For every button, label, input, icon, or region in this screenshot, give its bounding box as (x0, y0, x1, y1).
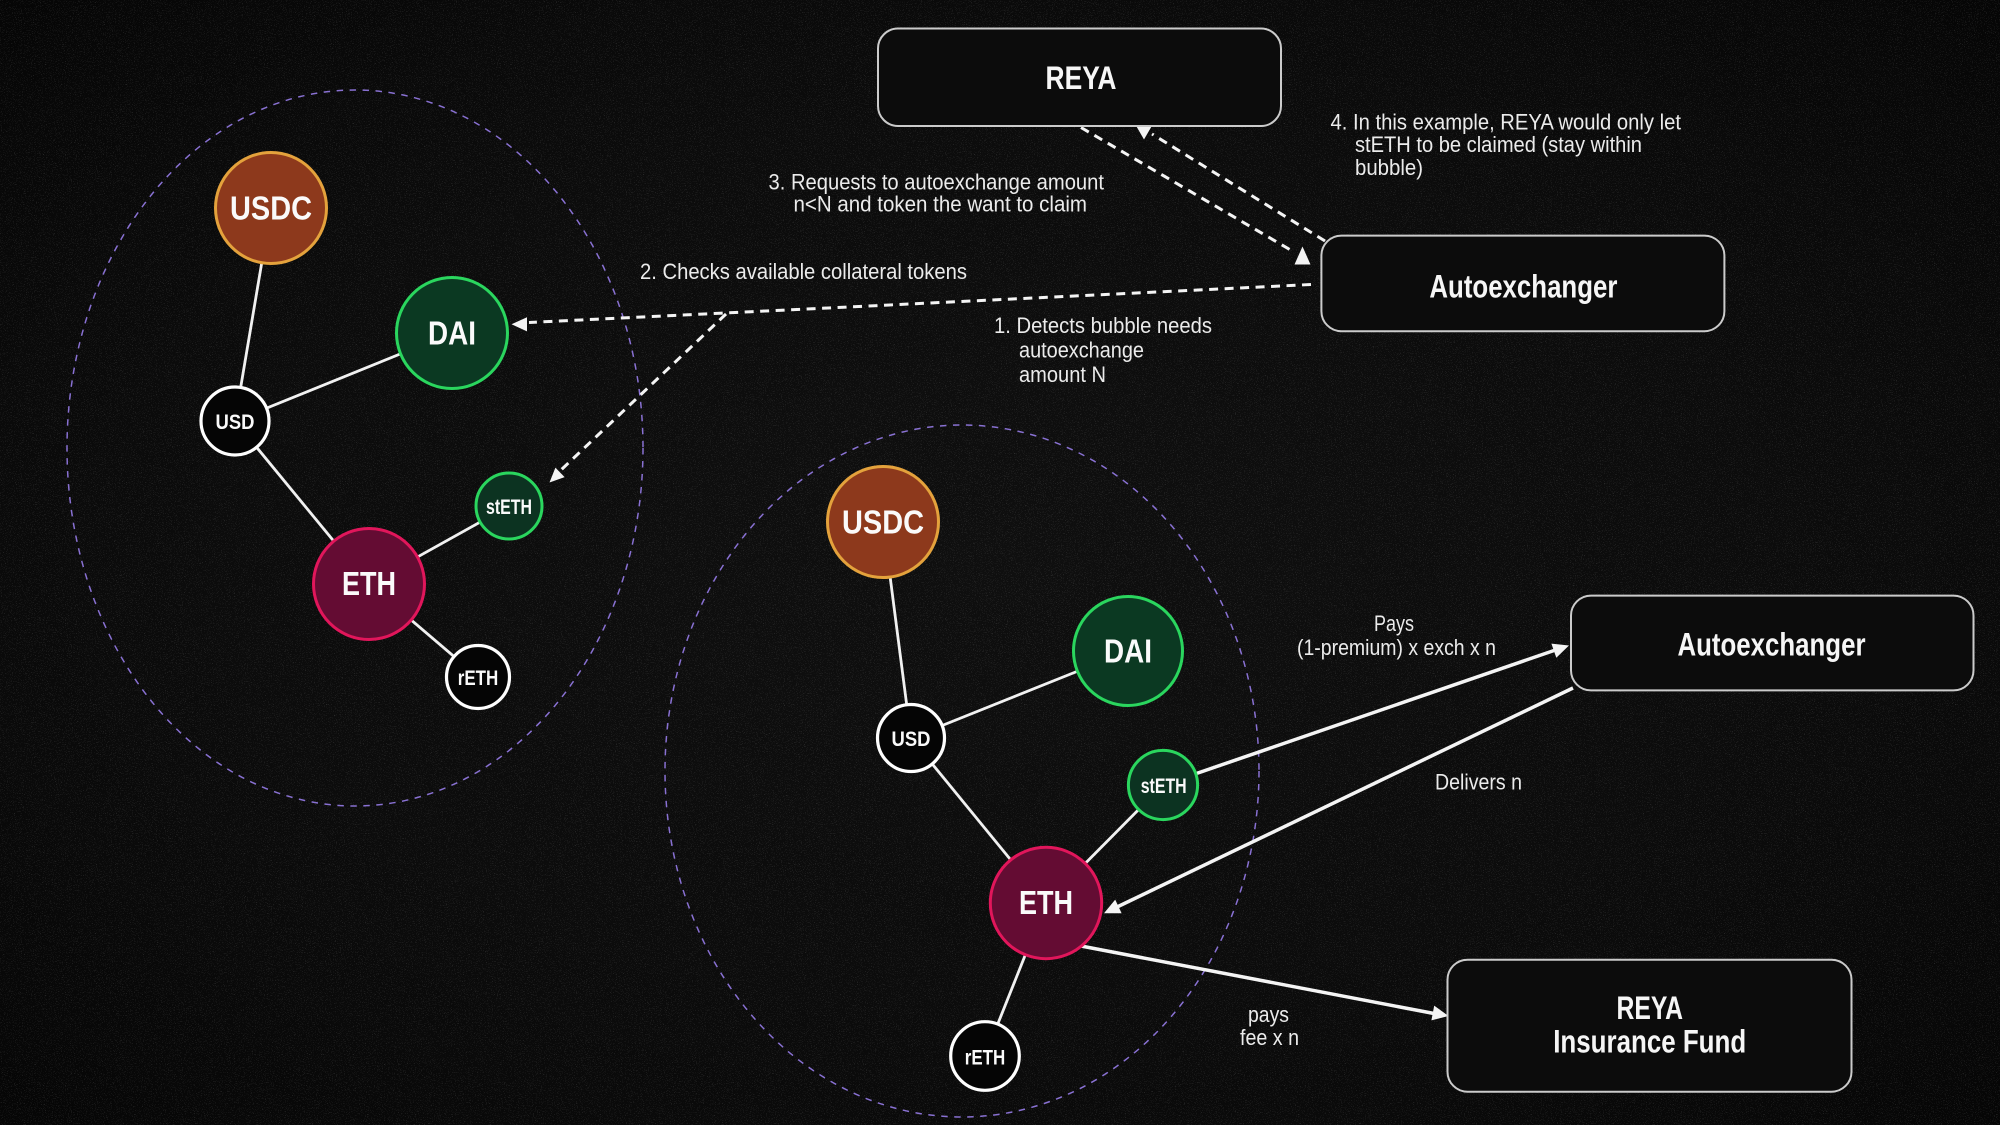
svg-text:(1-premium) x exch x n: (1-premium) x exch x n (1297, 635, 1496, 660)
svg-text:REYA: REYA (1046, 60, 1117, 96)
svg-text:2. Checks available collateral: 2. Checks available collateral tokens (640, 259, 967, 284)
svg-text:rETH: rETH (965, 1047, 1006, 1070)
svg-text:pays: pays (1248, 1002, 1289, 1027)
svg-text:amount N: amount N (1019, 362, 1106, 387)
svg-text:4. In this example, REYA would: 4. In this example, REYA would only let (1331, 110, 1682, 135)
svg-text:stETH: stETH (486, 496, 532, 519)
svg-text:rETH: rETH (458, 667, 499, 690)
svg-text:Pays: Pays (1374, 611, 1414, 636)
svg-text:fee x n: fee x n (1240, 1025, 1299, 1050)
svg-text:DAI: DAI (1104, 633, 1152, 670)
svg-text:3. Requests to autoexchange am: 3. Requests to autoexchange amount (769, 170, 1105, 195)
svg-text:bubble): bubble) (1355, 155, 1423, 180)
svg-text:DAI: DAI (428, 315, 476, 352)
svg-text:Delivers n: Delivers n (1435, 770, 1522, 795)
svg-text:USDC: USDC (230, 190, 312, 227)
svg-text:Insurance Fund: Insurance Fund (1553, 1024, 1746, 1060)
svg-text:USD: USD (216, 411, 255, 434)
svg-text:USD: USD (892, 728, 931, 751)
svg-text:Autoexchanger: Autoexchanger (1429, 269, 1617, 305)
svg-text:autoexchange: autoexchange (1019, 338, 1144, 363)
svg-text:stETH: stETH (1141, 775, 1187, 798)
svg-text:n<N and token the want to clai: n<N and token the want to claim (794, 192, 1088, 217)
svg-text:ETH: ETH (1019, 884, 1073, 921)
svg-text:1. Detects bubble needs: 1. Detects bubble needs (994, 313, 1212, 338)
svg-text:ETH: ETH (342, 565, 396, 602)
svg-text:REYA: REYA (1616, 990, 1683, 1026)
svg-text:stETH to be claimed (stay with: stETH to be claimed (stay within (1355, 132, 1642, 157)
svg-text:USDC: USDC (842, 504, 924, 541)
svg-text:Autoexchanger: Autoexchanger (1678, 627, 1866, 663)
